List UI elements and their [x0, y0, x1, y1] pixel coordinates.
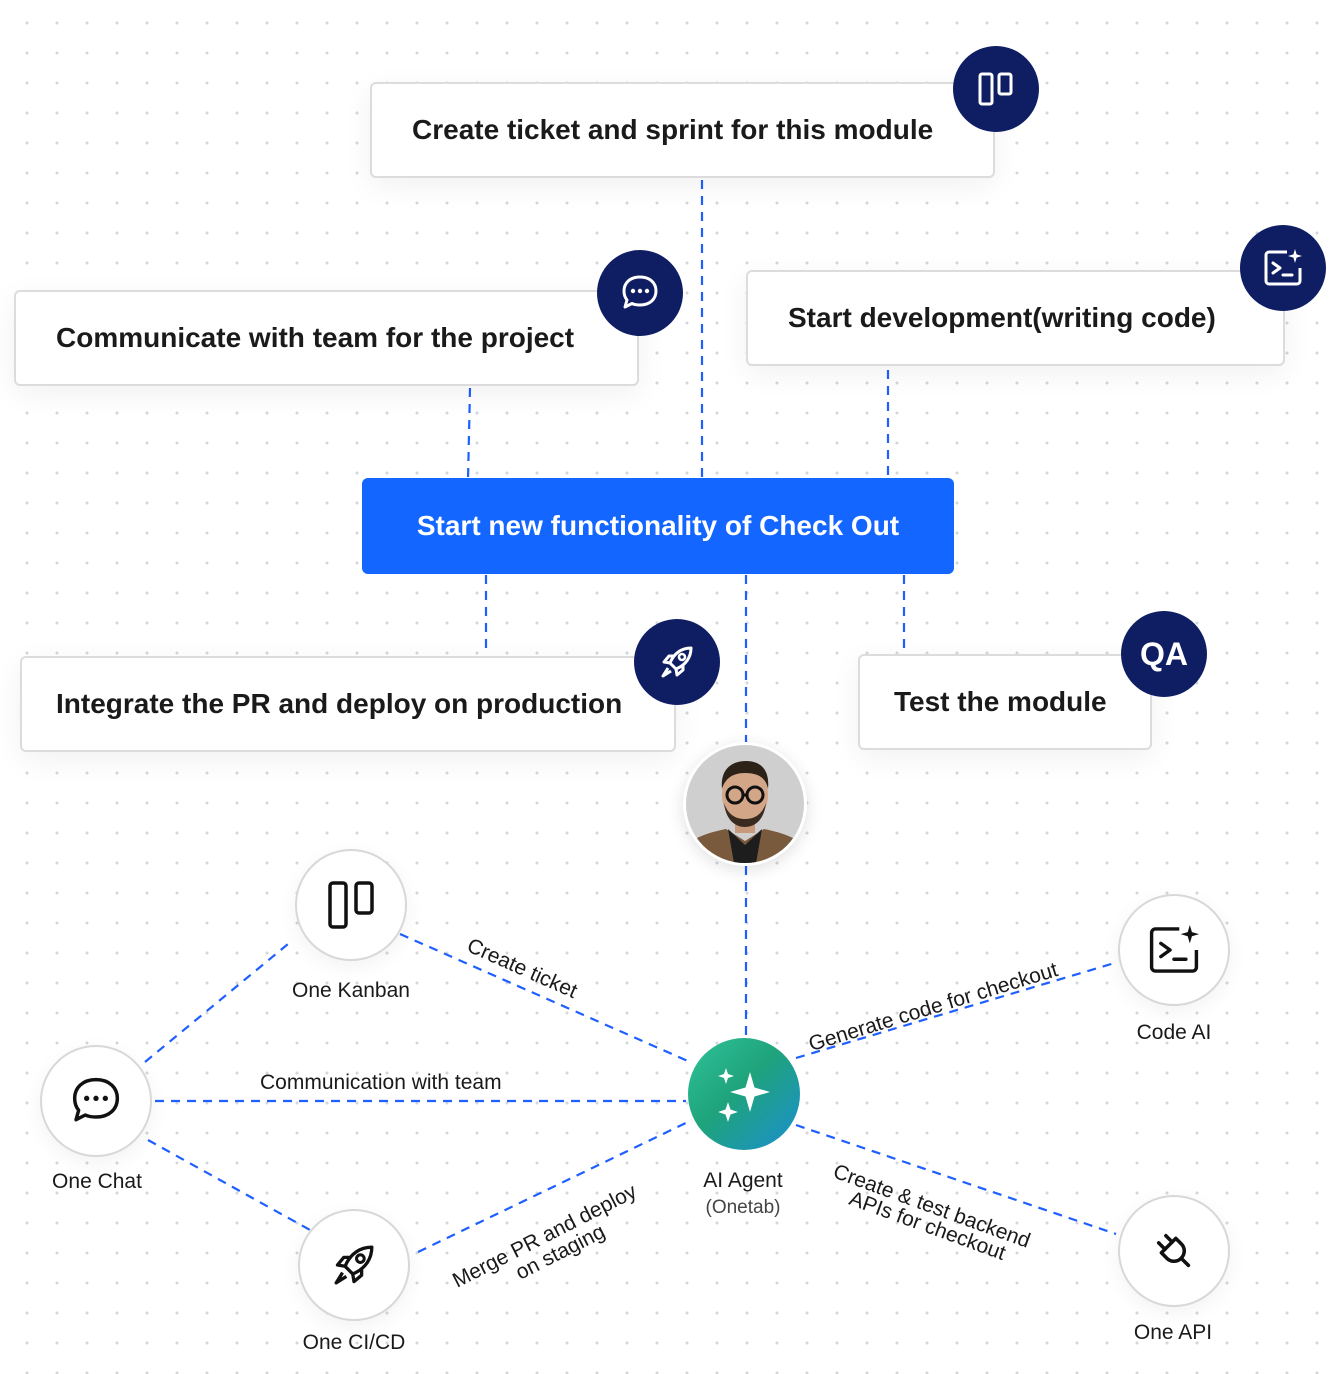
node-one-api[interactable] — [1118, 1195, 1230, 1307]
card-main-functionality[interactable]: Start new functionality of Check Out — [362, 478, 954, 574]
card-integrate-label: Integrate the PR and deploy on productio… — [56, 688, 623, 719]
line-kanban-agent — [399, 932, 691, 1064]
qa-badge-text: QA — [1140, 635, 1188, 672]
chat-badge — [597, 250, 683, 336]
node-ai-agent[interactable] — [688, 1038, 800, 1150]
card-create-ticket[interactable]: Create ticket and sprint for this module — [370, 82, 995, 178]
rocket-icon — [334, 1245, 374, 1285]
avatar[interactable] — [683, 742, 807, 866]
kanban-icon — [328, 881, 374, 929]
node-one-api-label: One API — [1133, 1321, 1213, 1344]
node-one-chat[interactable] — [40, 1045, 152, 1157]
line-chat-cicd — [147, 1139, 311, 1231]
node-code-ai-label: Code AI — [1136, 1021, 1212, 1044]
card-develop[interactable]: Start development(writing code) — [746, 270, 1285, 366]
node-ai-agent-label: AI Agent — [703, 1169, 783, 1192]
qa-badge: QA — [1121, 611, 1207, 697]
kanban-badge — [953, 46, 1039, 132]
sparkle-icon — [718, 1068, 770, 1122]
card-test[interactable]: Test the module — [858, 654, 1152, 750]
node-one-kanban-label: One Kanban — [292, 979, 410, 1002]
user-avatar-image — [686, 745, 804, 863]
chat-icon — [622, 275, 658, 309]
card-communicate[interactable]: Communicate with team for the project — [14, 290, 639, 386]
rocket-icon — [661, 646, 693, 678]
code-ai-icon — [1264, 249, 1302, 286]
line-codeai-agent — [795, 960, 1119, 1060]
node-one-chat-label: One Chat — [52, 1170, 142, 1193]
card-main-label: Start new functionality of Check Out — [416, 510, 900, 541]
node-one-cicd[interactable] — [298, 1209, 410, 1321]
card-communicate-label: Communicate with team for the project — [56, 322, 575, 353]
code-ai-badge — [1240, 225, 1326, 311]
node-ai-agent-sublabel: (Onetab) — [705, 1197, 781, 1218]
card-create-ticket-label: Create ticket and sprint for this module — [412, 114, 934, 145]
card-integrate[interactable]: Integrate the PR and deploy on productio… — [20, 656, 676, 752]
line-cicd-agent — [417, 1119, 693, 1253]
kanban-icon — [978, 72, 1013, 106]
node-code-ai[interactable] — [1118, 894, 1230, 1006]
chat-icon — [72, 1077, 120, 1122]
line-api-agent — [795, 1123, 1117, 1236]
rocket-badge — [634, 619, 720, 705]
code-ai-icon — [1149, 924, 1200, 973]
line-chat-kanban — [144, 943, 289, 1063]
node-one-cicd-label: One CI/CD — [302, 1331, 406, 1354]
edge-label-communication: Communication with team — [260, 1071, 502, 1094]
line-communicate — [466, 387, 472, 481]
card-test-label: Test the module — [894, 686, 1107, 717]
card-develop-label: Start development(writing code) — [788, 302, 1216, 333]
plug-icon — [1156, 1233, 1191, 1268]
node-one-kanban[interactable] — [295, 849, 407, 961]
